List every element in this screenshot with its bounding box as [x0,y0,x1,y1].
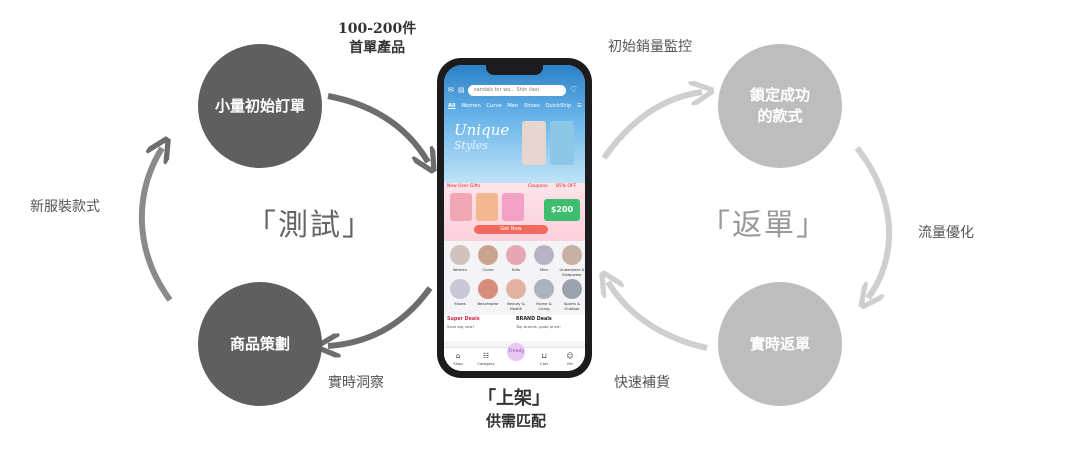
category-kids-image[interactable] [506,245,526,265]
category-women-image[interactable] [450,245,470,265]
arrow-to-initial-order [138,148,173,302]
super-deals-subtitle: Save big now! [447,324,474,329]
brand-deals-title: BRAND Deals [516,317,552,322]
phase-label-listing-sub: 供需匹配 [486,412,547,430]
search-input[interactable]: sandals for wo... Shin ilasi [468,85,566,96]
calendar-icon: ▤ [458,86,465,94]
category-nav: All Women Curve Men Shoes QuickShip ☰ [448,103,583,109]
label-realtime-insights: 實時洞察 [328,375,384,391]
promo-title: New User Gifts [447,184,481,189]
mail-icon: ✉ [448,86,454,94]
nav-tab-all[interactable]: All [448,103,456,109]
tab-me[interactable]: ☺Me [558,352,582,366]
cart-icon: ⊔ [541,352,547,360]
node-label: 鎖定成功的款式 [749,86,810,125]
arrow-to-realtime-reorder [854,146,893,298]
phase-label-reorder: 「返單」 [700,208,828,243]
category-beachwear-image[interactable] [478,279,498,299]
arrow-from-reorder-to-listing [608,282,708,351]
tab-cart[interactable]: ⊔Cart [532,352,556,366]
nav-tab-men[interactable]: Men [507,103,519,109]
promo-bar: New User Gifts Coupons 85% OFF [444,183,585,191]
phone-screen: ✉ ▤ sandals for wo... Shin ilasi ♡ All W… [444,65,585,371]
category-underwear-image[interactable] [562,245,582,265]
promo-off: 85% OFF [556,184,577,189]
phone-mockup: ✉ ▤ sandals for wo... Shin ilasi ♡ All W… [437,58,592,378]
category-label: Curve [482,267,494,272]
menu-icon: ☰ [576,103,582,109]
super-deals-title: Super Deals [447,317,480,322]
phone-notch [486,65,543,75]
category-label: Sports & Outdoor [563,301,581,311]
nav-tab-women[interactable]: Women [461,103,481,109]
phase-label-listing: 「上架」 [478,388,550,409]
new-user-promo[interactable]: New User Gifts Coupons 85% OFF $200 Get … [444,183,585,241]
node-product-planning: 商品策劃 [198,282,322,406]
arrow-to-listing [327,93,428,162]
category-label: Men [539,267,549,272]
node-realtime-reorder: 實時返單 [718,282,842,406]
tab-category[interactable]: ☷Category [474,352,498,366]
nav-tab-curve[interactable]: Curve [486,103,502,109]
home-icon: ⌂ [455,352,461,360]
phase-label-test: 「測試」 [246,208,374,243]
app-header: ✉ ▤ sandals for wo... Shin ilasi ♡ All W… [444,65,585,183]
node-label: 商品策劃 [229,334,290,353]
category-sports-image[interactable] [562,279,582,299]
label-traffic-optimization: 流量優化 [918,225,974,241]
arrow-to-locked-styles [601,92,702,160]
category-shoes-image[interactable] [450,279,470,299]
label-first-order-quantity: 100-200件首單產品 [338,21,417,56]
category-home-image[interactable] [534,279,554,299]
promo-product-tile [502,193,524,221]
heart-icon: ♡ [570,85,578,94]
category-label: Beauty & Health [507,301,525,311]
label-fast-restock: 快速補貨 [614,375,670,391]
tab-shop[interactable]: ⌂Shop [446,352,470,366]
category-men-image[interactable] [534,245,554,265]
deals-strip[interactable]: Super Deals Save big now! BRAND Deals To… [444,315,585,341]
category-label: Women [452,267,468,272]
tab-trendy[interactable]: Trendy [507,343,525,361]
node-label: 小量初始訂單 [214,96,305,115]
nav-tab-quickship[interactable]: QuickShip [545,103,572,109]
category-label: Beachwear [477,301,499,306]
brand-deals-subtitle: Top brands, good price! [516,324,561,329]
node-small-initial-order: 小量初始訂單 [198,44,322,168]
category-beauty-image[interactable] [506,279,526,299]
category-label: Home & Living [536,301,552,311]
category-curve-image[interactable] [478,245,498,265]
banner-model-image [550,121,574,165]
promo-product-tile [476,193,498,221]
promo-product-tile [450,193,472,221]
category-label: Kids [512,267,520,272]
node-label: 實時返單 [749,334,810,353]
promo-amount: $200 [544,199,580,221]
label-initial-sales-monitoring: 初始銷量監控 [608,39,692,55]
user-icon: ☺ [566,352,574,360]
nav-tab-shoes[interactable]: Shoes [524,103,540,109]
label-new-apparel-styles: 新服裝款式 [30,199,100,215]
search-list-icon: ☷ [482,352,490,360]
node-locked-styles: 鎖定成功的款式 [718,44,842,168]
promo-coupons: Coupons [528,184,548,189]
category-label: Shoes [454,301,466,306]
arrow-to-product-planning [328,286,433,346]
category-label: Underwear & Sleepwear [559,267,585,277]
banner-model-image [522,121,546,165]
bottom-tab-bar: ⌂Shop ☷Category Trendy ⊔Cart ☺Me [444,343,585,371]
get-now-button[interactable]: Get Now [474,225,548,234]
